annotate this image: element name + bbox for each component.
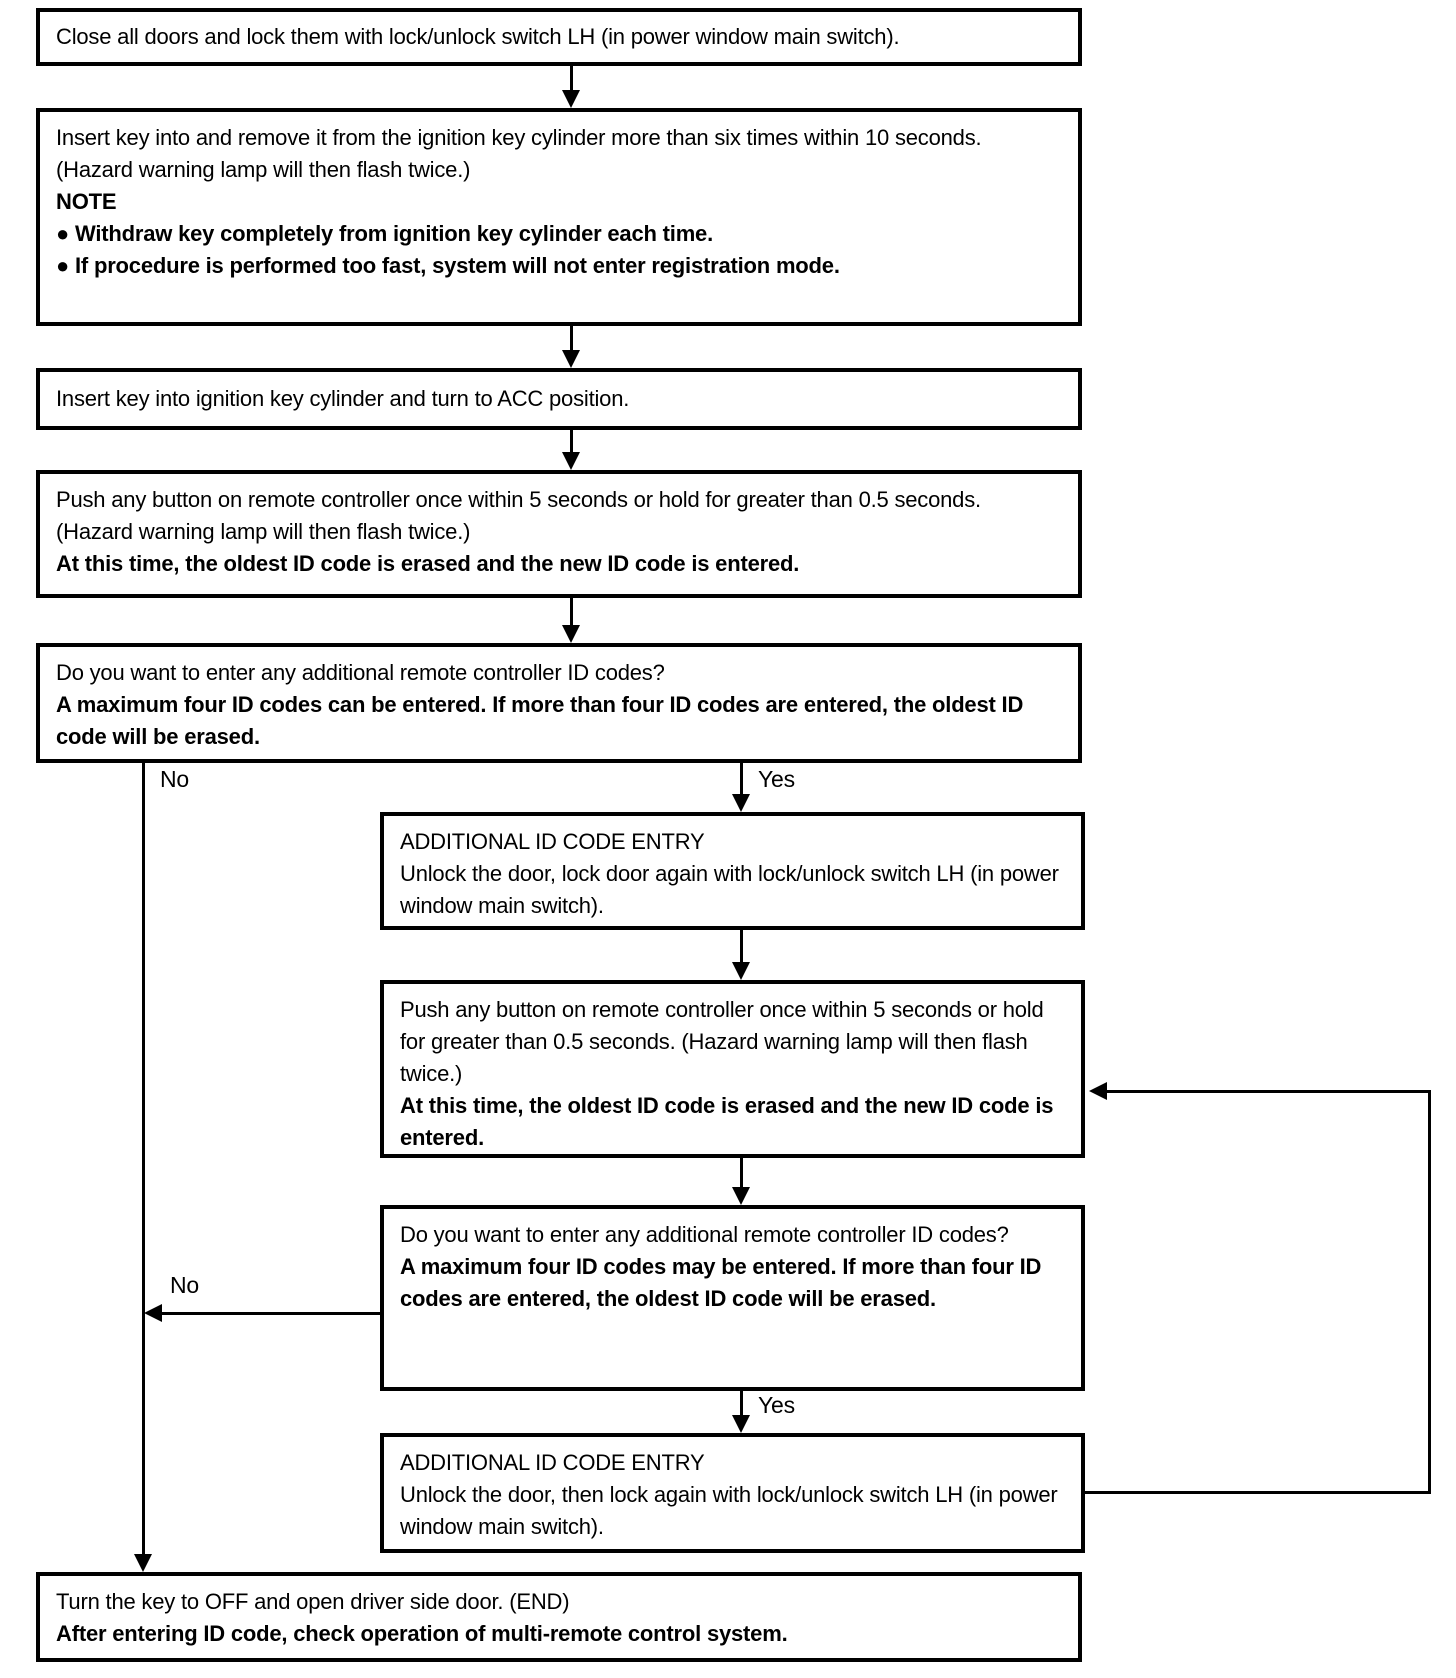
node-end: Turn the key to OFF and open driver side…	[36, 1572, 1082, 1662]
node-additional-entry-1: ADDITIONAL ID CODE ENTRY Unlock the door…	[380, 812, 1085, 930]
node-close-doors-text: Close all doors and lock them with lock/…	[56, 24, 900, 49]
arrowhead-left-loop-icon	[1089, 1082, 1107, 1100]
node-insert-remove-key-line1: Insert key into and remove it from the i…	[56, 125, 982, 150]
node-additional-entry-1-text: Unlock the door, lock door again with lo…	[400, 861, 1059, 918]
connector-2	[570, 326, 573, 352]
node-end-line2: After entering ID code, check operation …	[56, 1621, 788, 1646]
node-turn-acc-text: Insert key into ignition key cylinder an…	[56, 386, 630, 411]
node-additional-entry-2-title: ADDITIONAL ID CODE ENTRY	[400, 1450, 705, 1475]
node-additional-entry-2-text: Unlock the door, then lock again with lo…	[400, 1482, 1058, 1539]
node-decision-2: Do you want to enter any additional remo…	[380, 1205, 1085, 1391]
connector-no-1	[142, 763, 145, 1556]
connector-5	[740, 930, 743, 962]
node-push-button-2-line2: At this time, the oldest ID code is eras…	[400, 1093, 1054, 1150]
node-end-line1: Turn the key to OFF and open driver side…	[56, 1589, 570, 1614]
node-insert-remove-key: Insert key into and remove it from the i…	[36, 108, 1082, 326]
arrowhead-down-1-icon	[562, 90, 580, 108]
node-decision-1-question: Do you want to enter any additional remo…	[56, 660, 665, 685]
node-decision-1: Do you want to enter any additional remo…	[36, 643, 1082, 763]
connector-loop-top	[1105, 1090, 1431, 1093]
node-insert-remove-key-line2: (Hazard warning lamp will then flash twi…	[56, 157, 471, 182]
node-additional-entry-1-title: ADDITIONAL ID CODE ENTRY	[400, 829, 705, 854]
arrowhead-down-2-icon	[562, 350, 580, 368]
node-insert-remove-key-note: NOTE	[56, 189, 117, 214]
node-push-button-2: Push any button on remote controller onc…	[380, 980, 1085, 1158]
node-decision-1-note: A maximum four ID codes can be entered. …	[56, 692, 1024, 749]
node-turn-acc: Insert key into ignition key cylinder an…	[36, 368, 1082, 430]
label-yes-1: Yes	[754, 766, 799, 793]
arrowhead-down-yes1-icon	[732, 794, 750, 812]
node-insert-remove-key-bullet1: ● Withdraw key completely from ignition …	[56, 221, 714, 246]
arrowhead-down-5-icon	[732, 962, 750, 980]
node-close-doors: Close all doors and lock them with lock/…	[36, 8, 1082, 66]
connector-yes-1	[740, 763, 743, 796]
label-no-1: No	[156, 766, 194, 793]
connector-1	[570, 66, 573, 92]
connector-no-2	[160, 1312, 382, 1315]
label-yes-2: Yes	[754, 1392, 799, 1419]
node-push-button-1: Push any button on remote controller onc…	[36, 470, 1082, 598]
arrowhead-down-no-icon	[134, 1554, 152, 1572]
node-additional-entry-2: ADDITIONAL ID CODE ENTRY Unlock the door…	[380, 1433, 1085, 1553]
arrowhead-left-no2-icon	[144, 1304, 162, 1322]
arrowhead-down-4-icon	[562, 625, 580, 643]
connector-3	[570, 430, 573, 454]
connector-loop-right	[1428, 1090, 1431, 1494]
arrowhead-down-6-icon	[732, 1187, 750, 1205]
node-push-button-1-line1: Push any button on remote controller onc…	[56, 487, 981, 544]
connector-loop-bottom	[1085, 1491, 1431, 1494]
arrowhead-down-3-icon	[562, 452, 580, 470]
node-insert-remove-key-bullet2: ● If procedure is performed too fast, sy…	[56, 253, 840, 278]
node-decision-2-note: A maximum four ID codes may be entered. …	[400, 1254, 1042, 1311]
connector-yes-2	[740, 1391, 743, 1419]
node-decision-2-question: Do you want to enter any additional remo…	[400, 1222, 1009, 1247]
connector-6	[740, 1158, 743, 1188]
label-no-2: No	[166, 1272, 204, 1299]
connector-4	[570, 598, 573, 625]
node-push-button-1-line2: At this time, the oldest ID code is eras…	[56, 551, 800, 576]
node-push-button-2-line1: Push any button on remote controller onc…	[400, 997, 1044, 1086]
arrowhead-down-yes2-icon	[732, 1415, 750, 1433]
